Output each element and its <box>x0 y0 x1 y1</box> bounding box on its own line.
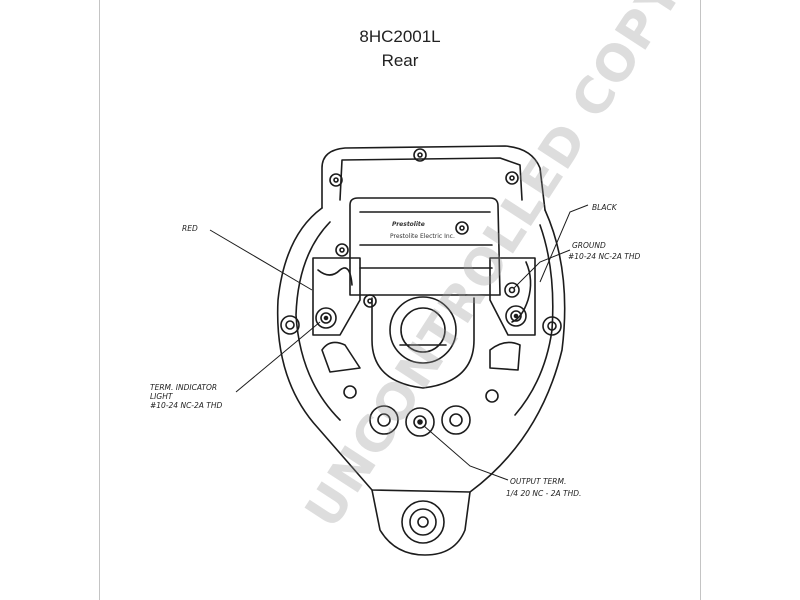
left-border-line <box>99 0 100 600</box>
right-stud-lower <box>505 305 527 327</box>
callout-indicator: TERM. INDICATOR <box>150 383 217 392</box>
bracket-hole-left <box>329 173 343 187</box>
left-stud-upper <box>335 243 349 257</box>
pivot-hole-outer <box>401 500 445 544</box>
output-terminal-boss <box>405 407 435 437</box>
ground-stud <box>504 282 520 298</box>
rectifier-boss-left <box>369 405 399 435</box>
plate-brand: Prestolite <box>392 221 425 228</box>
leader-indicator <box>235 321 321 393</box>
lower-screw-left <box>343 385 357 399</box>
top-mounting-bracket <box>321 145 546 211</box>
leader-output <box>423 425 509 481</box>
leader-ground <box>513 249 571 289</box>
bracket-inner-line <box>339 157 523 201</box>
callout-indicator-thread: #10-24 NC-2A THD <box>150 401 223 410</box>
left-terminal-block <box>312 257 361 336</box>
view-label: Rear <box>381 51 419 70</box>
leader-black <box>539 204 589 283</box>
right-border-line <box>700 0 701 600</box>
plate-line-1: Prestolite Electric Inc. <box>390 233 455 240</box>
rotor-boss-inner <box>400 307 446 353</box>
bracket-hole-right <box>505 171 519 185</box>
bracket-hole-center <box>413 148 427 162</box>
callout-output-thread: 1/4 20 NC - 2A THD. <box>506 489 581 498</box>
part-number-title: 8HC2001L <box>359 27 441 46</box>
plate-screw-left <box>363 294 377 308</box>
indicator-stud <box>315 307 337 329</box>
red-wire <box>317 267 353 286</box>
vent-right <box>489 341 521 371</box>
callout-red: RED <box>182 224 198 233</box>
pivot-hole-inner <box>409 508 437 536</box>
pivot-ear <box>371 489 471 556</box>
callout-black: BLACK <box>592 203 618 212</box>
callout-indicator-light: LIGHT <box>150 392 174 401</box>
lower-screw-right <box>485 389 499 403</box>
callout-ground-thread: #10-24 NC-2A THD <box>568 252 641 261</box>
right-terminal-block <box>489 257 536 336</box>
rotor-boss-outer <box>389 296 457 364</box>
leader-red <box>209 229 313 291</box>
regulator-plate <box>349 197 501 296</box>
plate-screw-top-right <box>455 221 469 235</box>
callout-ground: GROUND <box>572 241 606 250</box>
callout-output: OUTPUT TERM. <box>510 477 566 486</box>
right-outer-bolt <box>542 316 562 336</box>
brush-holder <box>371 297 475 389</box>
left-outer-bolt <box>280 315 300 335</box>
rectifier-boss-right <box>441 405 471 435</box>
vent-left <box>321 341 361 373</box>
